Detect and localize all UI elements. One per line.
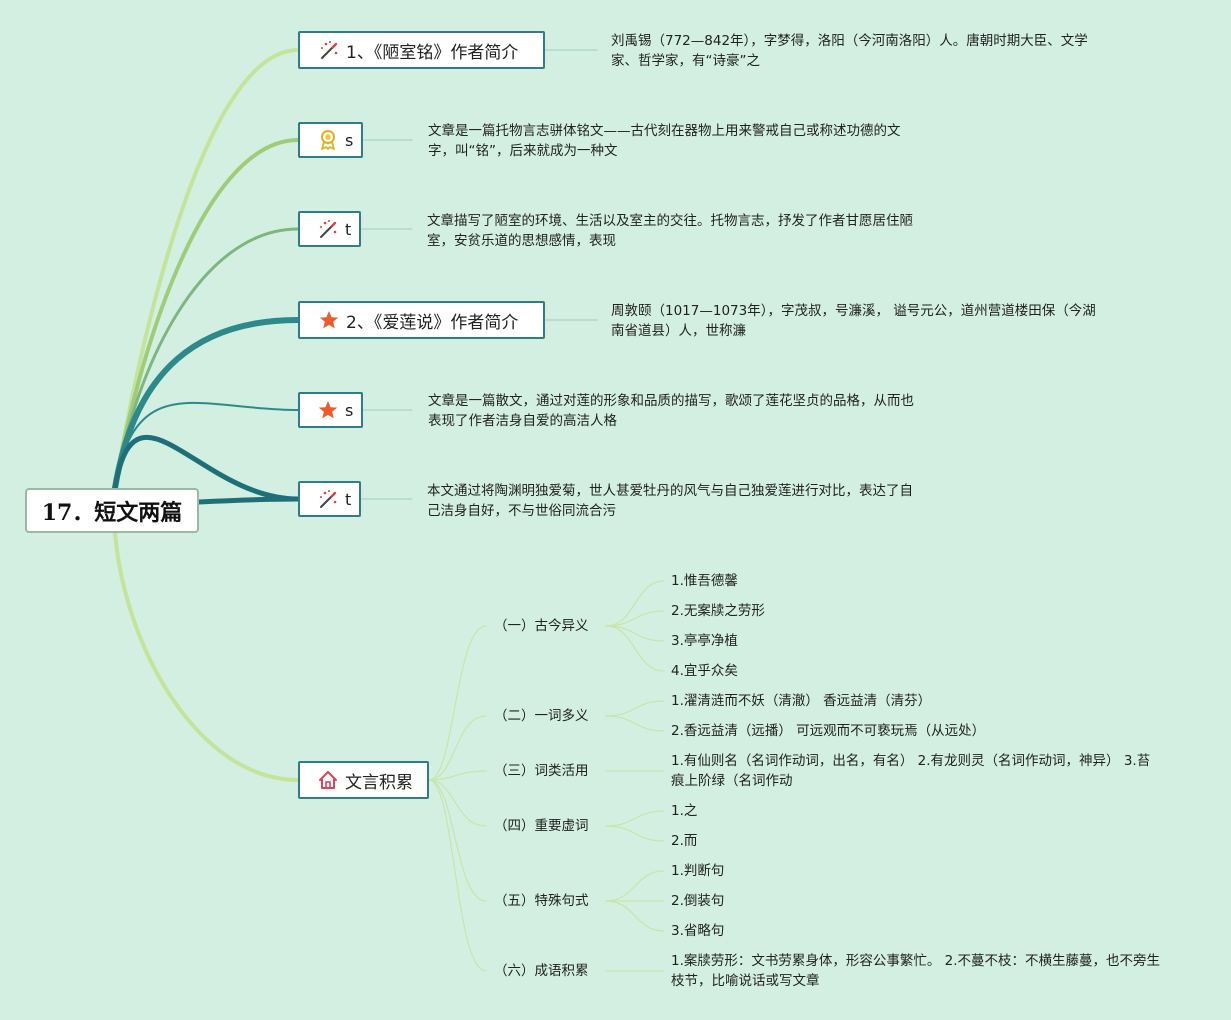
branch-description: 刘禹锡（772—842年），字梦得，洛阳（今河南洛阳）人。唐朝时期大臣、文学家、… — [611, 33, 1088, 69]
leaf-link — [605, 810, 665, 827]
magic-wand-icon — [317, 218, 339, 240]
leaf-item: 2.香远益清（远播） 可远观而不可亵玩焉（从远处） — [671, 723, 986, 739]
leaf-item: 1.有仙则名（名词作动词，出名，有名） 2.有龙则灵（名词作动词，神异） 3.苔… — [671, 753, 1151, 789]
star-icon — [318, 309, 340, 331]
award-icon — [317, 129, 339, 151]
leaf-item: 3.省略句 — [671, 923, 725, 939]
leaf-link — [605, 700, 665, 717]
branch-description: 文章是一篇散文，通过对莲的形象和品质的描写，歌颂了莲花坚贞的品格，从而也表现了作… — [428, 393, 914, 429]
branch-node-author-loushiming[interactable]: 1、《陋室铭》作者简介 — [298, 31, 545, 69]
branch-node-s1[interactable]: s — [298, 122, 363, 158]
subtopic-link — [428, 779, 487, 827]
branch-description: 文章描写了陋室的环境、生活以及室主的交往。托物言志，抒发了作者甘愿居住陋室，安贫… — [427, 213, 913, 249]
branch-description: 本文通过将陶渊明独爱菊，世人甚爱牡丹的风气与自己独爱莲进行对比，表达了自己洁身自… — [427, 483, 913, 519]
branch-node-t1[interactable]: t — [298, 211, 361, 247]
leaf-item: 4.宜乎众矣 — [671, 663, 738, 679]
subtopic-link — [428, 779, 487, 902]
home-icon — [317, 769, 339, 791]
branch-description: 周敦颐（1017—1073年），字茂叔，号濂溪， 谥号元公，道州营道楼田保（今湖… — [611, 303, 1096, 339]
magic-wand-icon — [317, 488, 339, 510]
leaf-link — [605, 900, 665, 932]
leaf-link — [605, 825, 665, 842]
subtopic-link — [428, 770, 487, 781]
leaf-item: 2.而 — [671, 833, 698, 849]
branch-label: 1、《陋室铭》作者简介 — [346, 42, 519, 63]
leaf-link — [605, 610, 665, 627]
subtopic-zhongyao-xuci[interactable]: （四）重要虚词 — [494, 818, 589, 834]
branch-label: t — [345, 219, 352, 239]
branch-label: 2、《爱莲说》作者简介 — [346, 312, 519, 333]
leaf-link — [605, 715, 665, 732]
subtopic-link — [428, 625, 487, 781]
root-node[interactable]: 17．短文两篇 — [25, 488, 199, 533]
leaf-item: 1.案牍劳形：文书劳累身体，形容公事繁忙。 2.不蔓不枝：不横生藤蔓，也不旁生枝… — [671, 953, 1161, 989]
branch-description: 文章是一篇托物言志骈体铭文——古代刻在器物上用来警戒自己或称述功德的文字，叫“铭… — [428, 123, 901, 159]
leaf-item: 2.无案牍之劳形 — [671, 603, 765, 619]
leaf-link — [605, 580, 665, 627]
leaf-link — [605, 870, 665, 902]
branch-link — [113, 531, 300, 782]
leaf-item: 2.倒装句 — [671, 893, 725, 909]
leaf-item: 1.惟吾德馨 — [671, 573, 738, 589]
branch-link — [113, 48, 300, 490]
leaf-item: 3.亭亭净植 — [671, 633, 738, 649]
leaf-item: 1.判断句 — [671, 863, 725, 879]
branch-node-author-ailianshuo[interactable]: 2、《爱莲说》作者简介 — [298, 301, 545, 339]
subtopic-chengyu-jilei[interactable]: （六）成语积累 — [494, 963, 589, 979]
branch-node-s2[interactable]: s — [298, 392, 363, 428]
subtopic-teshu-jushi[interactable]: （五）特殊句式 — [494, 893, 589, 909]
leaf-item: 1.之 — [671, 803, 698, 819]
leaf-link — [605, 625, 665, 672]
star-icon — [317, 399, 339, 421]
leaf-item: 1.濯清涟而不妖（清澈） 香远益清（清芬） — [671, 693, 932, 709]
branch-link — [112, 317, 301, 491]
branch-label: 文言积累 — [345, 772, 413, 793]
branch-link — [196, 496, 301, 505]
root-label: 17．短文两篇 — [41, 499, 183, 526]
branch-label: s — [345, 400, 354, 420]
subtopic-yici-duoyi[interactable]: （二）一词多义 — [494, 708, 589, 724]
magic-wand-icon — [318, 39, 340, 61]
branch-label: t — [345, 489, 352, 509]
branch-link — [114, 401, 299, 489]
subtopic-link — [428, 715, 487, 781]
branch-link — [112, 434, 301, 502]
subtopic-link — [428, 779, 487, 972]
leaf-link — [605, 625, 665, 642]
subtopic-cilei-huoyong[interactable]: （三）词类活用 — [494, 763, 589, 779]
branch-node-wenyan[interactable]: 文言积累 — [298, 761, 429, 799]
subtopic-gujin-yiyi[interactable]: （一）古今异义 — [494, 618, 589, 634]
branch-label: s — [345, 130, 354, 150]
branch-node-t2[interactable]: t — [298, 481, 361, 517]
